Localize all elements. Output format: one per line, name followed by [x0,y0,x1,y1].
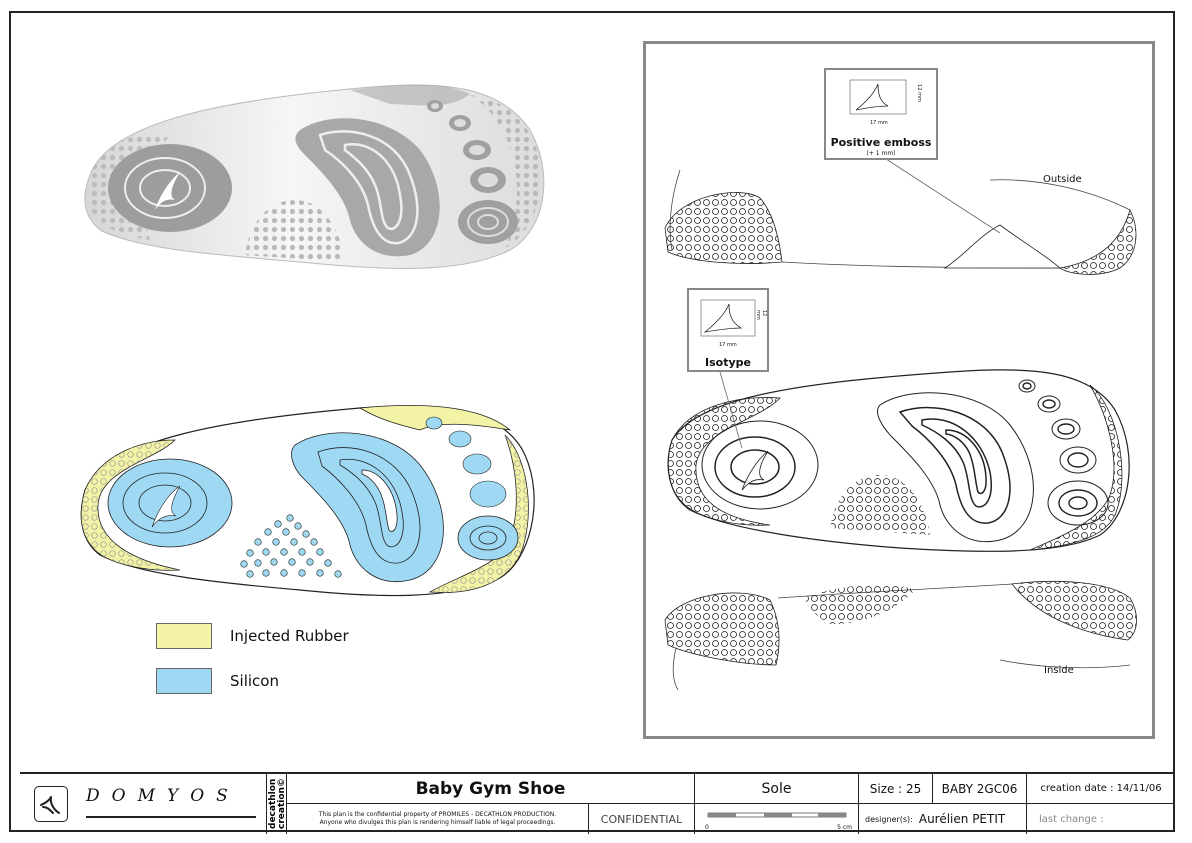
grey-sole-render [84,84,545,269]
technical-detail-panel [643,41,1155,739]
positive-emboss-callout: 17 mm 12 mm Positive emboss (+ 1 mm) [824,68,938,160]
reference-code: BABY 2GC06 [932,774,1026,804]
scale-end: 5 cm [837,824,852,831]
scale-bar-graphic [707,812,846,818]
scale-bar: 0 5 cm [694,804,858,834]
decathlon-creation-mark: decathlon creation© [266,774,287,834]
brand-underline [86,816,256,818]
brand-name: DOMYOS [86,786,240,806]
legend-silicon: Silicon [156,668,279,694]
drawing-sheet [9,11,1175,832]
silicon-dot-cluster [240,514,342,578]
inside-label: Inside [1044,665,1074,676]
brand-logo-icon [34,786,68,822]
size-field: Size : 25 [858,774,932,804]
outline-sole [667,369,1130,552]
emboss-height-dim: 12 mm [915,84,922,102]
title-block: DOMYOS decathlon creation© Baby Gym Shoe… [20,772,1175,834]
emboss-width-dim: 17 mm [870,120,888,126]
rubber-label: Injected Rubber [230,627,349,645]
isotype-width-dim: 17 mm [719,342,737,348]
isotype-title: Isotype [705,356,751,369]
creation-date: creation date : 14/11/06 [1026,774,1175,804]
designer-field: designer(s): Aurélien PETIT [858,804,1026,834]
isotype-callout: 17 mm 12 mm Isotype [687,288,769,372]
designer-name: Aurélien PETIT [918,812,1006,826]
silicon-swatch [156,668,212,694]
emboss-title: Positive emboss [830,136,932,149]
inside-profile [664,581,1137,691]
outside-label: Outside [1043,174,1082,185]
notice-line-1: This plan is the confidential property o… [318,811,557,818]
legend-rubber: Injected Rubber [156,623,349,649]
isotype-sketch [700,299,756,337]
isotype-height-dim: 12 mm [755,310,767,320]
emboss-subtitle: (+ 1 mm) [866,150,896,157]
designer-label: designer(s): [865,814,913,824]
part-name: Sole [694,774,858,804]
scale-start: 0 [705,824,709,831]
confidential-notice: This plan is the confidential property o… [286,804,588,834]
colour-sole [80,404,535,597]
last-change: last change : [1026,804,1175,834]
outside-profile [664,154,1137,275]
product-name: Baby Gym Shoe [286,774,694,804]
emboss-profile-sketch [849,79,907,115]
confidential-label: CONFIDENTIAL [588,804,694,834]
notice-line-2: Anyone who divulges this plan is renderi… [319,819,556,826]
rubber-swatch [156,623,212,649]
silicon-label: Silicon [230,672,279,690]
